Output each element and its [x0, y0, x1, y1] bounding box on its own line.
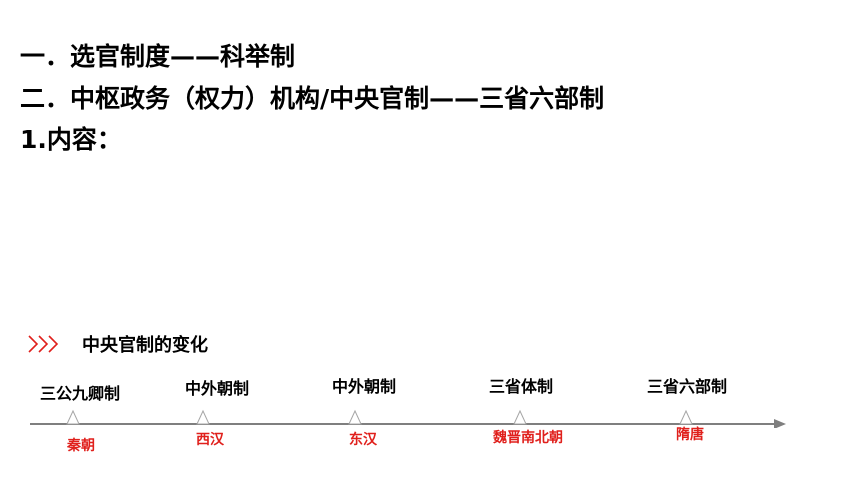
heading-content: 1.内容：	[20, 125, 122, 154]
dynasty-label-eastern-han: 东汉	[349, 432, 377, 448]
triple-chevron-right-icon	[28, 335, 59, 353]
heading-selection-system: 一．选官制度——科举制	[20, 42, 296, 71]
dynasty-label-wei-jin: 魏晋南北朝	[493, 430, 563, 446]
timeline-marker-sui-tang	[679, 409, 693, 425]
timeline-marker-western-han	[196, 409, 210, 425]
dynasty-label-western-han: 西汉	[196, 432, 224, 448]
era-label-zhongwai-chao-western: 中外朝制	[184, 379, 250, 398]
timeline-marker-eastern-han	[348, 409, 362, 425]
era-label-sangong-jiuqing: 三公九卿制	[39, 384, 121, 403]
era-label-zhongwai-chao-eastern: 中外朝制	[331, 377, 397, 396]
era-label-sansheng-liubu: 三省六部制	[646, 377, 728, 396]
section-label: 中央官制的变化	[28, 331, 208, 357]
heading-central-government: 二．中枢政务（权力）机构/中央官制——三省六部制	[20, 84, 605, 113]
era-label-sansheng: 三省体制	[488, 377, 554, 396]
timeline-marker-qin	[66, 409, 80, 425]
dynasty-label-sui-tang: 隋唐	[676, 427, 704, 443]
section-title: 中央官制的变化	[82, 335, 208, 356]
timeline-marker-wei-jin	[513, 409, 527, 425]
dynasty-label-qin: 秦朝	[67, 438, 95, 454]
timeline-axis	[30, 409, 786, 428]
